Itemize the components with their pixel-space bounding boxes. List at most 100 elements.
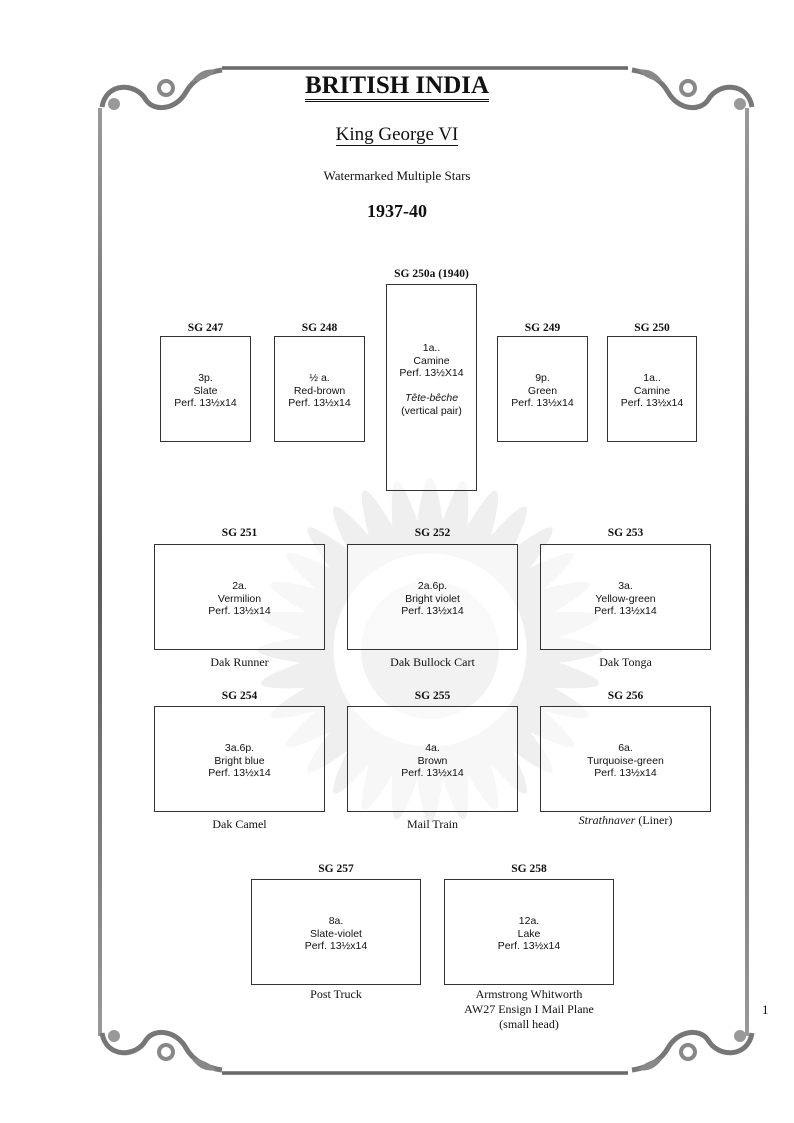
stamp-description-line: Red-brown: [293, 384, 346, 397]
stamp-description-line: 9p.: [535, 372, 550, 384]
stamp-description-line: 8a.: [328, 915, 344, 927]
stamp-design-caption: Post Truck: [216, 987, 456, 1002]
stamp-description-line: 2a.6p.: [417, 580, 448, 592]
corner-ornament-icon: [99, 67, 223, 110]
stamp-description-line: Perf. 13½x14: [304, 940, 368, 952]
stamp-design-caption: Mail Train: [313, 817, 553, 832]
stamp-design-caption: Dak Runner: [120, 655, 360, 670]
stamp-description-line: Bright violet: [405, 592, 460, 605]
caption-text: Dak Bullock Cart: [390, 655, 475, 669]
stamp-catalogue-number: SG 256: [607, 690, 644, 702]
frame-right: [745, 108, 749, 1036]
stamp-description-line: [387, 380, 476, 393]
caption-text: Strathnaver: [578, 813, 636, 827]
stamp-catalogue-number: SG 247: [187, 322, 224, 334]
stamp-catalogue-number: SG 252: [414, 527, 451, 539]
stamp-description-line: Perf. 13½x14: [174, 397, 237, 409]
stamp-description-line: Vermilion: [217, 592, 262, 605]
stamp-description-line: Lake: [517, 927, 541, 940]
stamp-description-line: Perf. 13½x14: [594, 605, 657, 617]
stamp-description-line: Perf. 13½x14: [594, 767, 657, 779]
stamp-design-caption: Dak Bullock Cart: [313, 655, 553, 670]
stamp-description-line: Perf. 13½x14: [620, 397, 684, 409]
stamp-description-line: 4a.: [425, 742, 440, 754]
stamp-description-line: 12a.: [518, 915, 540, 927]
stamp-description-line: 3a.6p.: [224, 742, 255, 754]
stamp-description-line: 3p.: [198, 372, 213, 384]
stamp-catalogue-number: SG 257: [318, 863, 354, 875]
stamp-description-line: Slate-violet: [310, 927, 362, 940]
caption-text: Dak Tonga: [599, 655, 652, 669]
stamp-description-line: Brown: [417, 754, 448, 767]
stamp-description-line: ½ a.: [309, 372, 330, 384]
stamp-description-line: 6a.: [618, 742, 633, 754]
stamp-description-line: Slate: [193, 384, 218, 397]
corner-ornament-icon: [99, 1030, 223, 1073]
corner-ornament-icon: [631, 1030, 755, 1073]
stamp-description-line: Perf. 13½X14: [399, 367, 464, 379]
stamp-description-line: Perf. 13½x14: [288, 397, 351, 409]
stamp-description-line: 2a.: [232, 580, 247, 592]
stamp-description-line: Perf. 13½x14: [208, 605, 271, 617]
stamp-catalogue-number: SG 255: [414, 690, 451, 702]
caption-text: Dak Runner: [210, 655, 269, 669]
stamp-description-line: Perf. 13½x14: [401, 767, 464, 779]
stamp-description-line: Yellow-green: [595, 592, 656, 605]
stamp-catalogue-number: SG 253: [607, 527, 644, 539]
caption-text: Dak Camel: [212, 817, 267, 831]
stamp-description-line: 3a.: [618, 580, 633, 592]
stamp-description-line: Tête-bêche: [404, 392, 459, 404]
page-title: BRITISH INDIA: [0, 72, 794, 102]
stamp-catalogue-number: SG 249: [524, 322, 561, 334]
stamp-catalogue-number: SG 254: [221, 690, 258, 702]
stamp-catalogue-number: SG 258: [511, 863, 547, 875]
watermark-note: Watermarked Multiple Stars: [323, 168, 471, 183]
caption-text: Mail Train: [406, 817, 458, 831]
caption-text: (Liner): [635, 813, 673, 827]
stamp-description-line: 1a..: [422, 342, 441, 354]
stamp-catalogue-number: SG 248: [301, 322, 338, 334]
reign-subtitle: King George VI: [335, 124, 459, 146]
stamp-description-line: Turquoise-green: [587, 754, 664, 767]
stamp-description-line: 1a..: [643, 372, 661, 384]
stamp-description-line: (vertical pair): [401, 404, 462, 417]
caption-text: AW27 Ensign I Mail Plane: [464, 1002, 594, 1016]
frame-left: [98, 108, 102, 1036]
stamp-description-line: Perf. 13½x14: [208, 767, 271, 779]
frame-top: [222, 66, 628, 70]
caption-text: Post Truck: [310, 987, 362, 1001]
frame-bottom: [222, 1071, 628, 1075]
stamp-design-caption: Dak Tonga: [506, 655, 746, 670]
stamp-description-line: Perf. 13½x14: [401, 605, 464, 617]
caption-text: (small head): [499, 1017, 559, 1031]
caption-text: Armstrong Whitworth: [475, 987, 583, 1001]
page-number: 1: [762, 1002, 769, 1017]
stamp-catalogue-number: SG 251: [221, 527, 258, 539]
stamp-catalogue-number: SG 250a (1940): [394, 268, 469, 280]
